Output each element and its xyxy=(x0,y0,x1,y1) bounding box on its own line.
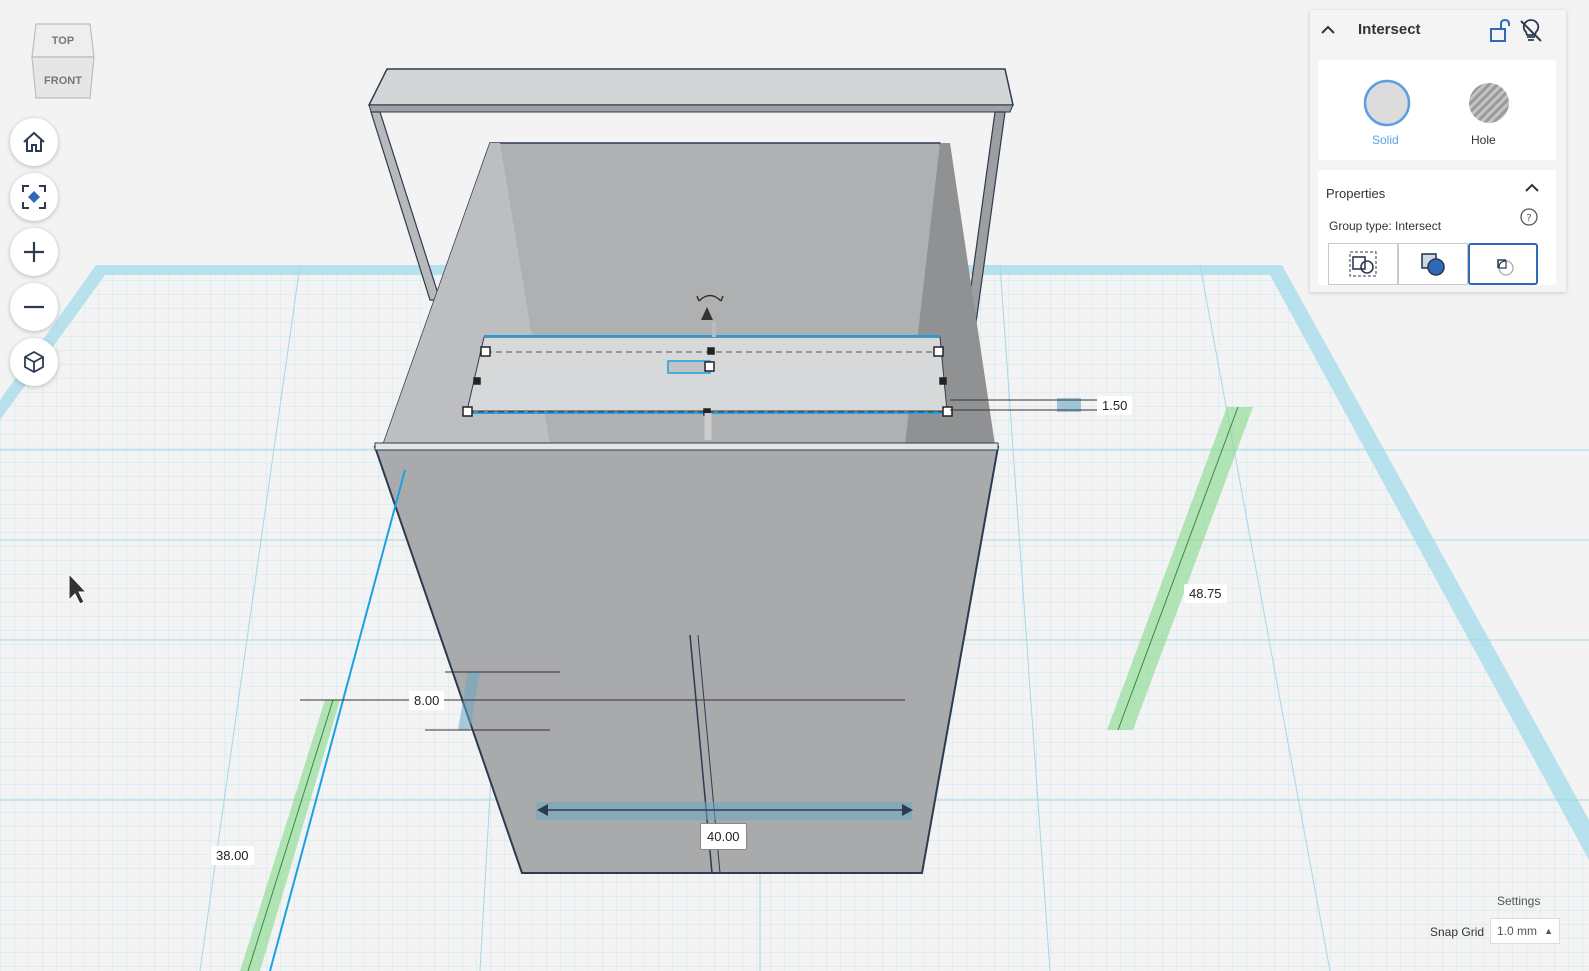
collapse-chevron-icon[interactable] xyxy=(1320,22,1336,38)
minus-icon xyxy=(24,305,44,309)
subtract-icon xyxy=(1421,253,1445,276)
lift-handle[interactable] xyxy=(701,307,713,320)
height-dimension[interactable]: 8.00 xyxy=(409,691,445,710)
view-cube-front[interactable]: FRONT xyxy=(44,75,82,87)
hole-button[interactable] xyxy=(1466,80,1512,126)
dimension-rulers xyxy=(240,398,1253,971)
zoom-in-button[interactable] xyxy=(10,228,58,276)
view-cube-top[interactable]: TOP xyxy=(52,35,74,47)
light-bulb-off-icon[interactable] xyxy=(1518,18,1544,44)
snap-grid-select[interactable]: 1.0 mm ▲ xyxy=(1490,918,1560,944)
lock-icon[interactable] xyxy=(1488,18,1512,44)
mouse-cursor xyxy=(68,572,88,605)
snap-grid-value: 1.0 mm xyxy=(1497,924,1538,938)
home-view-button[interactable] xyxy=(10,118,58,166)
view-cube[interactable]: TOP FRONT xyxy=(30,22,96,100)
width-dimension[interactable]: 40.00 xyxy=(700,823,747,850)
hole-label: Hole xyxy=(1471,133,1496,147)
properties-collapse-icon[interactable] xyxy=(1524,180,1540,196)
fit-view-button[interactable] xyxy=(10,173,58,221)
depth-dimension[interactable]: 48.75 xyxy=(1184,584,1227,603)
inspector-title: Intersect xyxy=(1358,21,1421,38)
home-icon xyxy=(23,131,45,152)
zoom-out-button[interactable] xyxy=(10,283,58,331)
properties-title: Properties xyxy=(1326,186,1386,201)
svg-text:?: ? xyxy=(1526,213,1531,224)
solid-label: Solid xyxy=(1372,133,1399,147)
settings-link[interactable]: Settings xyxy=(1497,894,1541,908)
handle-frame[interactable] xyxy=(367,68,1014,331)
fit-view-icon xyxy=(22,185,46,209)
snap-grid-label: Snap Grid xyxy=(1430,925,1485,939)
solid-button[interactable] xyxy=(1362,78,1412,128)
solid-hole-card: Solid Hole xyxy=(1318,60,1556,160)
position-x-dimension[interactable]: 38.00 xyxy=(211,846,254,865)
inspector-panel: Intersect Solid Hole Properties Group ty… xyxy=(1310,10,1566,292)
intersect-icon xyxy=(1497,259,1514,276)
selection-handles[interactable] xyxy=(462,346,953,417)
group-subtract-button[interactable] xyxy=(1398,243,1468,285)
help-icon[interactable]: ? xyxy=(1520,208,1538,226)
cube-icon xyxy=(24,350,44,374)
plus-icon xyxy=(24,242,44,262)
ortho-view-button[interactable] xyxy=(10,338,58,386)
group-type-label: Group type: Intersect xyxy=(1329,219,1442,233)
group-intersect-button[interactable] xyxy=(1468,243,1538,285)
selected-shelf[interactable] xyxy=(466,335,948,414)
rotate-handle[interactable] xyxy=(696,294,724,302)
union-icon xyxy=(1349,251,1377,277)
caret-up-icon: ▲ xyxy=(1544,926,1553,936)
thickness-dimension[interactable]: 1.50 xyxy=(1097,396,1133,415)
group-union-button[interactable] xyxy=(1328,243,1398,285)
